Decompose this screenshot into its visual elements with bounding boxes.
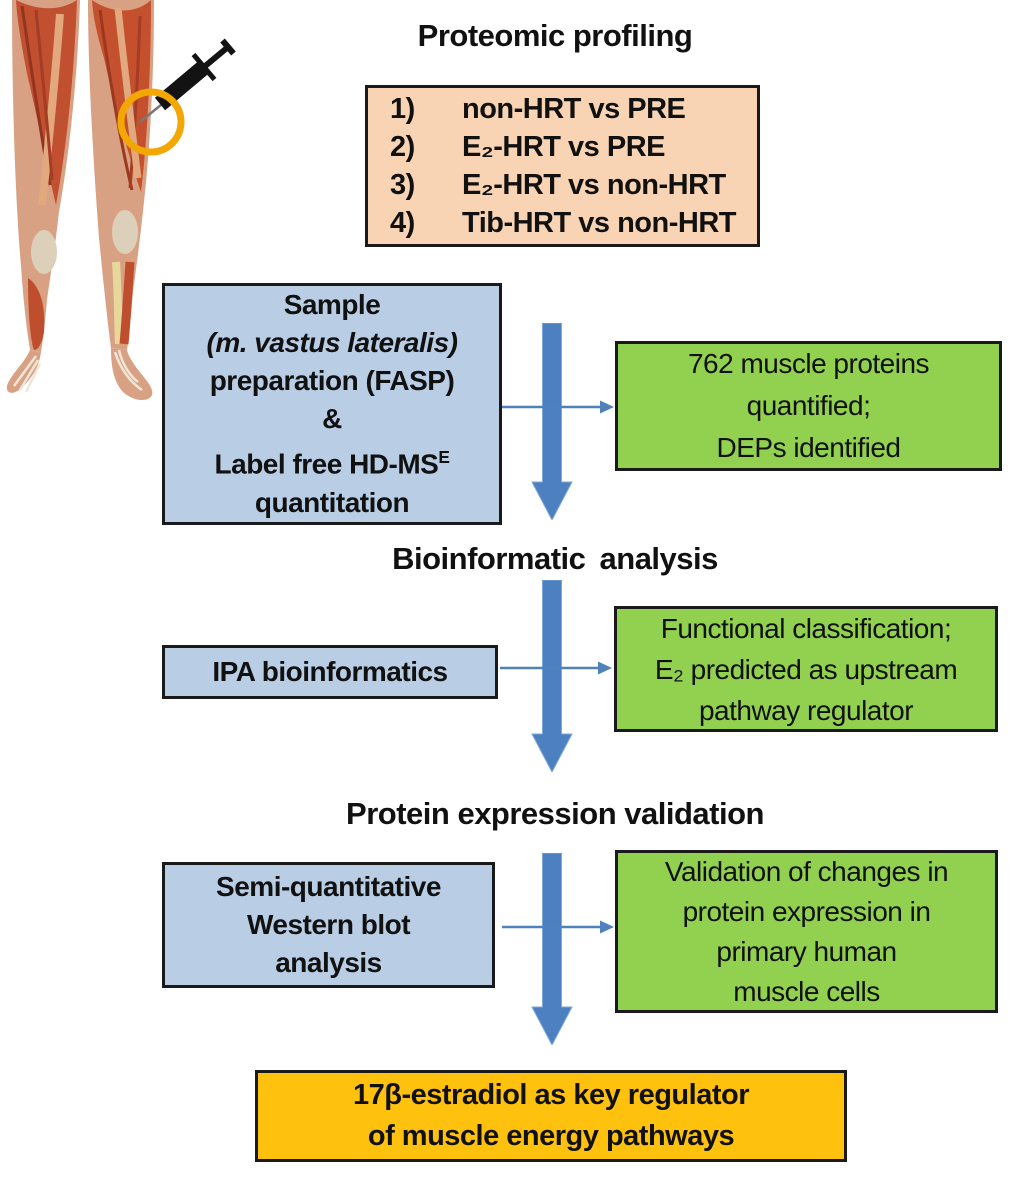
text-line: Sample (283, 289, 381, 321)
text-line: Functional classification; (660, 612, 952, 644)
text-line: & (322, 403, 342, 435)
comparison-item: 1) non-HRT vs PRE (368, 90, 757, 128)
leg-anatomy-image (6, 0, 236, 401)
comparison-label: E₂-HRT vs PRE (462, 130, 666, 163)
text-line: protein expression in (682, 895, 931, 927)
text-line: DEPs identified (716, 432, 901, 463)
text-line: quantified; (746, 390, 871, 421)
ipa-bioinformatics-box: IPA bioinformatics (162, 645, 498, 699)
right-arrow-1 (502, 400, 614, 414)
comparison-label: Tib-HRT vs non-HRT (462, 206, 737, 239)
functional-classification-box: Functional classification; E₂ predicted … (614, 606, 998, 732)
down-arrow-1 (531, 323, 573, 520)
text-line: primary human (716, 935, 897, 967)
section-title-bioinformatic-analysis: Bioinformatic analysis (392, 541, 718, 576)
syringe-icon (139, 38, 236, 123)
sample-preparation-box: Sample (m. vastus lateralis) preparation… (162, 283, 502, 525)
text-line: E₂ predicted as upstream (654, 653, 958, 685)
text-line: 762 muscle proteins (687, 348, 930, 379)
right-arrow-2 (500, 661, 612, 675)
text-line: pathway regulator (698, 694, 914, 726)
section-title-protein-expression-validation: Protein expression validation (346, 796, 764, 831)
comparison-label: E₂-HRT vs non-HRT (462, 168, 726, 201)
comparison-number: 4) (390, 206, 415, 239)
text-line: Label free HD-MSE (165, 438, 499, 483)
injection-site-circle (117, 88, 185, 156)
validation-changes-box: Validation of changes in protein express… (615, 850, 998, 1013)
western-blot-box: Semi-quantitative Western blot analysis (162, 862, 495, 988)
down-arrow-2 (531, 580, 573, 772)
comparison-number: 1) (390, 92, 415, 125)
superscript-e: E (438, 447, 450, 468)
text-line: quantitation (254, 486, 410, 518)
text-line: (m. vastus lateralis) (206, 327, 458, 359)
text-line: analysis (275, 947, 382, 978)
text-line: muscle cells (733, 975, 880, 1007)
down-arrow-3 (531, 853, 573, 1045)
text-line: IPA bioinformatics (212, 656, 448, 687)
comparison-item: 4) Tib-HRT vs non-HRT (368, 204, 757, 242)
right-leg-illustration (88, 0, 154, 401)
left-leg-illustration (6, 0, 80, 393)
comparison-number: 3) (390, 168, 415, 201)
conclusion-box: 17β-estradiol as key regulator of muscle… (255, 1070, 847, 1162)
comparison-list-box: 1) non-HRT vs PRE 2) E₂-HRT vs PRE 3) E₂… (365, 85, 760, 247)
proteins-quantified-box: 762 muscle proteins quantified; DEPs ide… (615, 341, 1002, 471)
right-arrow-3 (502, 920, 614, 934)
section-title-proteomic-profiling: Proteomic profiling (417, 18, 693, 53)
text-line: preparation (FASP) (209, 365, 455, 397)
comparison-item: 2) E₂-HRT vs PRE (368, 128, 757, 166)
text-line: 17β-estradiol as key regulator (353, 1079, 749, 1111)
comparison-number: 2) (390, 130, 415, 163)
comparison-label: non-HRT vs PRE (462, 92, 686, 125)
text-line: of muscle energy pathways (367, 1120, 735, 1152)
comparison-item: 3) E₂-HRT vs non-HRT (368, 166, 757, 204)
text-line: Validation of changes in (664, 855, 949, 887)
text-line: Semi-quantitative (216, 871, 441, 902)
text-line: Western blot (246, 909, 411, 940)
text-span: Label free HD-MS (214, 448, 439, 480)
